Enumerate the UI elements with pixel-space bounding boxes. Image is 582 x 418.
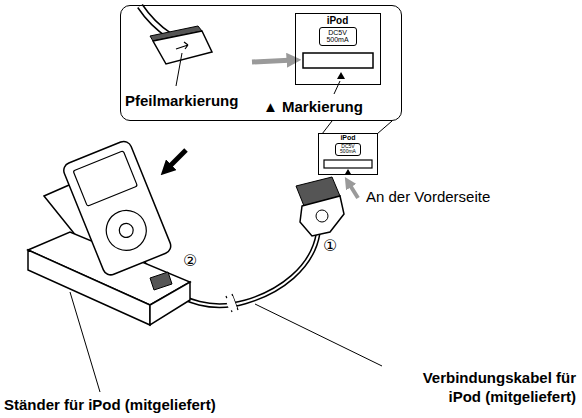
connector-grip [316, 210, 328, 222]
panel-print: iPod [327, 15, 349, 26]
part-label: Ständer für iPod (mitgeliefert) [4, 396, 216, 413]
connector-head [153, 31, 212, 64]
callout-box: Pfeilmarkierung ▲ Markierung iPodDC5V 500m… [120, 5, 402, 121]
cable-detail [140, 6, 170, 36]
triangle-mark [345, 169, 351, 174]
slot [324, 160, 372, 168]
panel-print: iPod [340, 134, 355, 142]
part-label: ▲ Markierung [263, 98, 363, 115]
break-mark [226, 294, 238, 312]
leader-line [176, 53, 182, 86]
port-panel: iPodDC5V 500mA [318, 133, 378, 175]
callout-number: ① [322, 237, 338, 255]
leader-line [70, 292, 100, 392]
connector-body [300, 196, 344, 236]
triangle-mark [337, 72, 345, 79]
dock-plug [150, 272, 172, 290]
location-note: An der Vorderseite [366, 188, 490, 205]
arrow-mark [176, 42, 188, 49]
insert-arrow [166, 150, 186, 170]
insert-arrow [252, 60, 294, 62]
leader-line [334, 81, 340, 94]
slot [303, 53, 373, 68]
callout-pointer [377, 121, 392, 134]
cable-detail [140, 6, 170, 36]
ipod [61, 139, 173, 277]
callout-number: ② [182, 252, 198, 270]
rating-print: DC5V 500mA [319, 27, 357, 46]
insert-arrow [348, 182, 358, 198]
break-gap [225, 296, 237, 311]
part-label: Verbindungskabel für iPod (mitgeliefert) [386, 369, 576, 407]
callout-ground [120, 5, 402, 121]
rating-print: DC5V 500mA [335, 143, 361, 156]
leader-line [255, 304, 382, 366]
part-label: Pfeilmarkierung [125, 92, 238, 109]
port-panel: iPodDC5V 500mA [295, 13, 381, 85]
